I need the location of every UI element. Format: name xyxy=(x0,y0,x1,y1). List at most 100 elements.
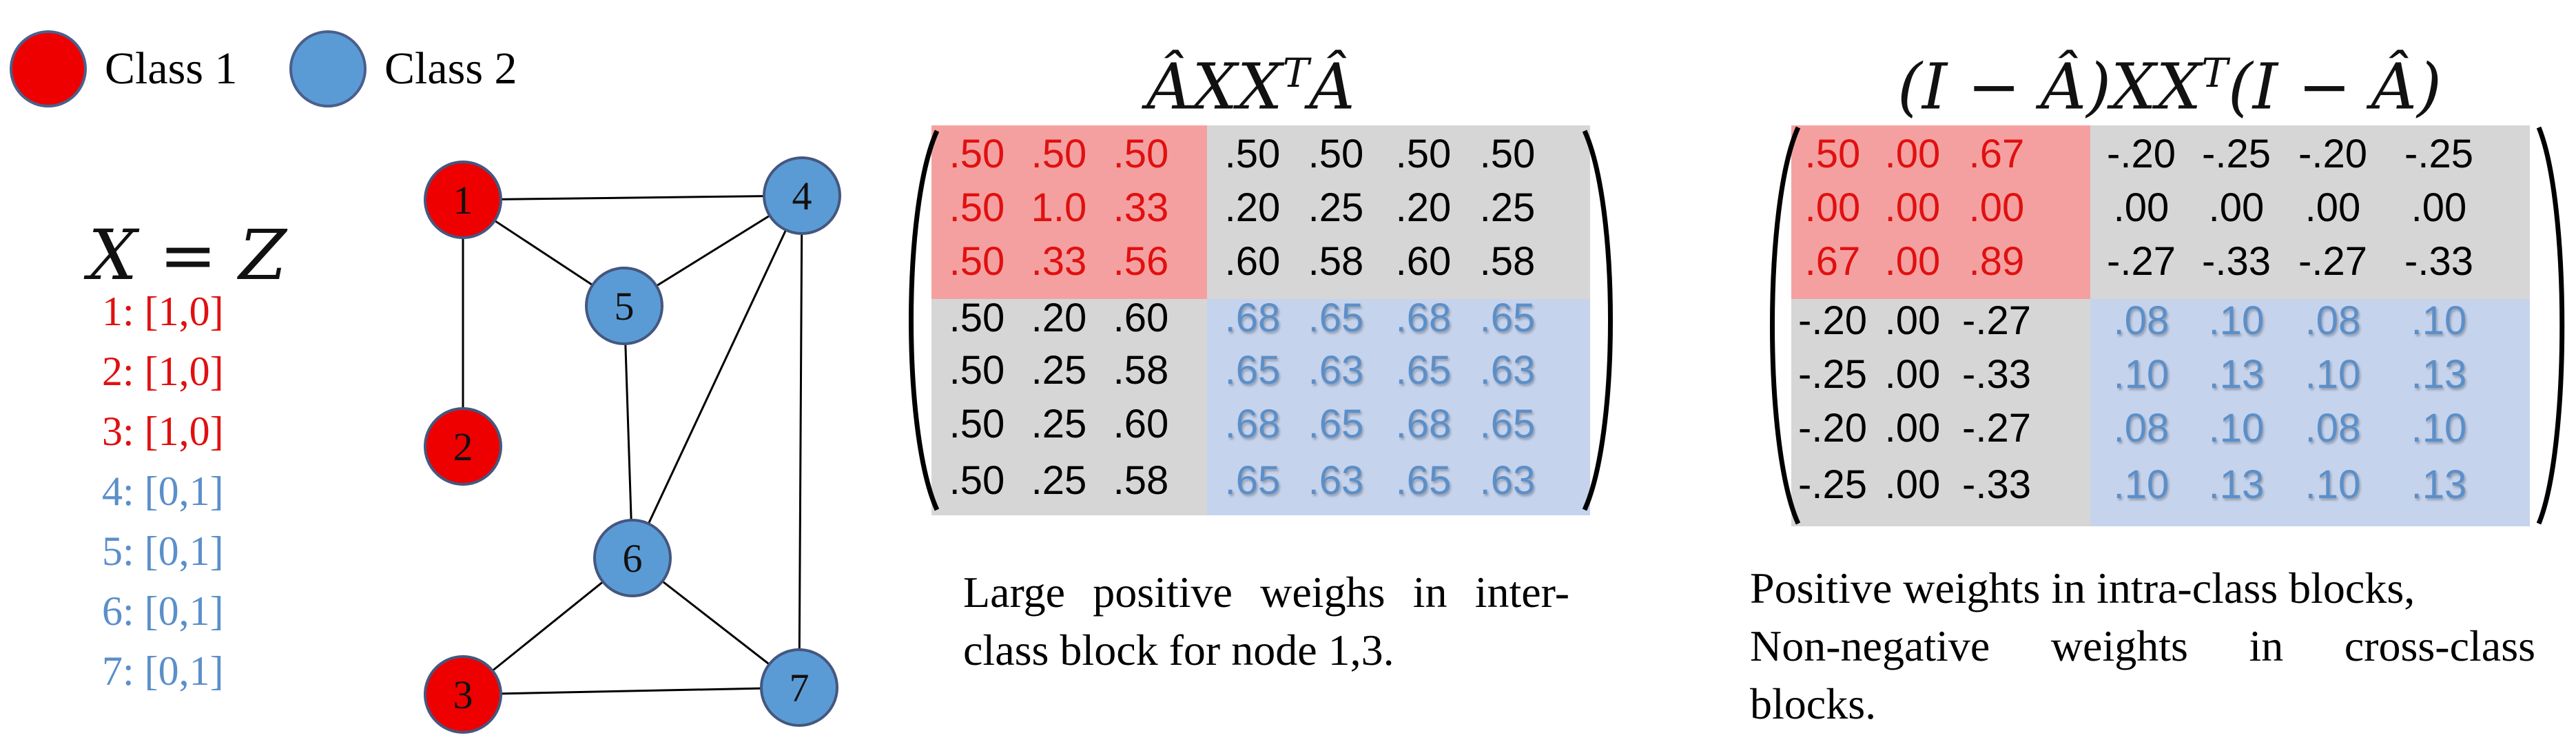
matrix2-block-gray-top xyxy=(2090,125,2530,299)
matrix2-cell: .89 xyxy=(1968,239,2025,284)
matrix1-cell: .20 xyxy=(1031,296,1087,340)
graph-node-4: 4 xyxy=(763,156,841,235)
node-label: 7 xyxy=(790,666,810,710)
node-circle xyxy=(585,267,663,345)
matrix2-cell: .00 xyxy=(2305,185,2361,230)
graph-node-1: 1 xyxy=(424,161,502,239)
matrix2-cell: .08 xyxy=(2113,298,2170,343)
matrix2-cell: .67 xyxy=(1804,239,1861,284)
matrix1-cell: .60 xyxy=(1395,239,1452,284)
matrix1-brackets xyxy=(909,130,1613,511)
legend-class-1: Class 1 xyxy=(10,30,238,107)
feature-item: 3: [1,0] xyxy=(102,409,224,454)
matrix2-cell: .00 xyxy=(1884,298,1941,343)
matrix1-block-red xyxy=(931,125,1207,299)
matrix2-caption: Positive weights in intra-class blocks, … xyxy=(1750,564,2535,728)
matrix2-cell: -.20 xyxy=(1798,298,1867,343)
matrix1-cell: .25 xyxy=(1308,185,1364,230)
feature-item: 1: [1,0] xyxy=(102,289,224,334)
matrix1-cell: .50 xyxy=(949,132,1005,176)
matrix1-cell: .65 xyxy=(1479,296,1536,340)
matrix1-cell: .58 xyxy=(1479,239,1536,284)
graph-node-2: 2 xyxy=(424,407,502,486)
matrix2-cell: .10 xyxy=(2208,406,2265,451)
matrix1-cell: .58 xyxy=(1308,239,1364,284)
matrix1-cell: .25 xyxy=(1479,185,1536,230)
feature-item: 5: [0,1] xyxy=(102,528,224,574)
matrix1-cell: .50 xyxy=(949,402,1005,446)
matrix2-block-blue xyxy=(2090,299,2530,526)
matrix1-cell: .25 xyxy=(1031,402,1087,446)
graph-edge xyxy=(462,194,803,201)
matrix2-cell: -.33 xyxy=(2404,239,2473,284)
matrix1-caption: Large positive weighs in inter-class blo… xyxy=(963,568,1569,674)
matrix1-cell: .63 xyxy=(1479,348,1536,393)
matrix1-block-gray-left xyxy=(931,299,1207,515)
matrix1-block-gray-top xyxy=(1207,125,1590,299)
matrix1-cell: .20 xyxy=(1224,185,1281,230)
matrix1-cell: .50 xyxy=(1113,132,1169,176)
graph-node-3: 3 xyxy=(424,655,502,734)
node-label: 1 xyxy=(453,178,473,223)
matrix1-cell: .65 xyxy=(1308,296,1364,340)
node-label: 6 xyxy=(623,536,643,581)
matrix2-cell: .13 xyxy=(2208,462,2265,507)
matrix1-cell: .50 xyxy=(949,348,1005,393)
matrix2-cell: -.33 xyxy=(1962,352,2031,397)
matrix1-cell: .65 xyxy=(1224,458,1281,503)
matrix1-cell: .50 xyxy=(949,239,1005,284)
matrix1-cell: .65 xyxy=(1479,402,1536,446)
matrix2-cell: -.20 xyxy=(2298,132,2367,176)
graph-node-6: 6 xyxy=(593,519,672,597)
matrix2-cell: .00 xyxy=(2113,185,2170,230)
matrix2-cell: .08 xyxy=(2305,298,2361,343)
node-label: 5 xyxy=(615,284,635,329)
matrix2-cell: -.25 xyxy=(1798,462,1867,507)
matrix1-cell: .56 xyxy=(1113,239,1169,284)
node-circle xyxy=(763,156,841,235)
graph-edge xyxy=(631,195,803,559)
matrix1-cell: .60 xyxy=(1113,296,1169,340)
legend-label-class-1: Class 1 xyxy=(105,43,238,94)
feature-item: 2: [1,0] xyxy=(102,349,224,394)
matrix2-cell: .00 xyxy=(1884,132,1941,176)
matrix1-cell: .20 xyxy=(1395,185,1452,230)
matrix1-cell: .68 xyxy=(1395,402,1452,446)
matrix2-cell: .10 xyxy=(2208,298,2265,343)
matrix1-cell: .63 xyxy=(1308,458,1364,503)
matrix2-cell: .10 xyxy=(2411,298,2467,343)
node-label: 4 xyxy=(792,174,812,218)
matrix2-cell: .67 xyxy=(1968,132,2025,176)
matrix2-cell: .13 xyxy=(2411,462,2467,507)
matrix2-cell: .08 xyxy=(2305,406,2361,451)
node-circle xyxy=(760,648,838,727)
matrix2-cell: .00 xyxy=(1884,462,1941,507)
matrix2-cell: -.33 xyxy=(2202,239,2271,284)
graph-edge xyxy=(462,686,800,696)
matrix2-cell: -.25 xyxy=(2404,132,2473,176)
matrix1-cell: .33 xyxy=(1031,239,1087,284)
matrix2-block-red xyxy=(1791,125,2090,299)
matrix2-cell: .08 xyxy=(2113,406,2170,451)
matrix2-cell: -.27 xyxy=(2298,239,2367,284)
graph-node-5: 5 xyxy=(585,267,663,345)
matrix1-cell: .50 xyxy=(949,296,1005,340)
matrix1-cell: .60 xyxy=(1113,402,1169,446)
matrix1-cell: .58 xyxy=(1113,458,1169,503)
legend-label-class-2: Class 2 xyxy=(384,43,517,94)
matrix2-cell: -.27 xyxy=(2107,239,2176,284)
graph-edge xyxy=(798,195,803,688)
matrix1-cell: .65 xyxy=(1224,348,1281,393)
matrix1-cell: .65 xyxy=(1395,348,1452,393)
matrix2-cell: .00 xyxy=(1884,239,1941,284)
node-circle xyxy=(593,519,672,597)
node-circle xyxy=(424,655,502,734)
matrix2-block-gray-left xyxy=(1791,299,2090,526)
matrix2-cell: -.33 xyxy=(1962,462,2031,507)
feature-item: 7: [0,1] xyxy=(102,648,224,694)
node-circle xyxy=(424,407,502,486)
matrix1-cell: .58 xyxy=(1113,348,1169,393)
matrix2-cell: .10 xyxy=(2411,406,2467,451)
legend-class-2: Class 2 xyxy=(289,30,517,107)
